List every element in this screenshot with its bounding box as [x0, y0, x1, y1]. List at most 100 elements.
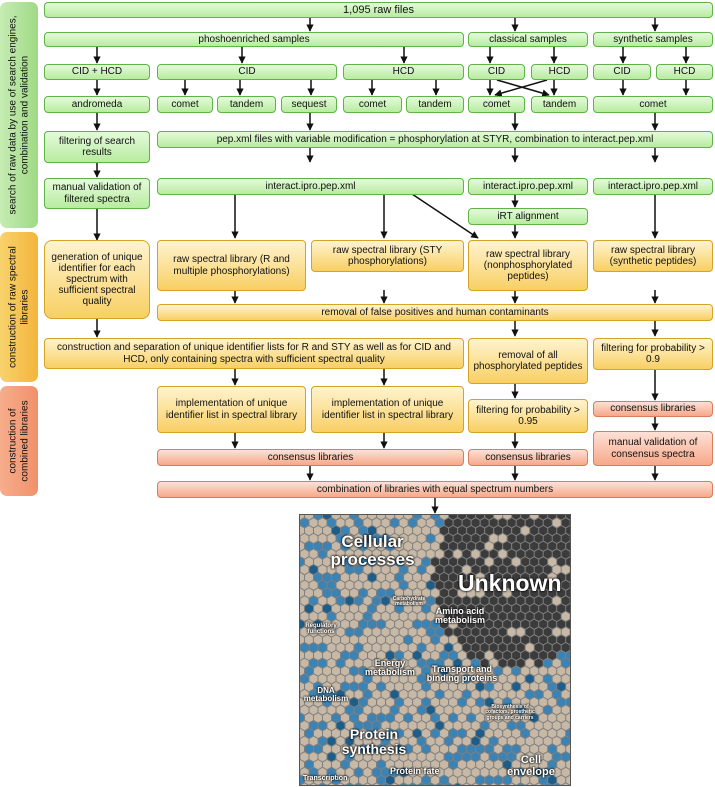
hex-cell	[543, 658, 552, 668]
hex-cell	[300, 650, 304, 660]
phospho-cid-tandem-box: tandem	[217, 96, 276, 113]
hex-cell	[525, 596, 534, 606]
hex-cell	[548, 682, 557, 692]
hex-cell	[552, 611, 561, 621]
hex-cell	[417, 643, 426, 653]
hex-cell	[530, 728, 539, 738]
hex-cell	[521, 760, 530, 770]
hex-cell	[327, 674, 336, 684]
hex-cell	[561, 658, 570, 668]
hex-cell	[332, 588, 340, 598]
hex-cell	[381, 767, 390, 777]
hex-cell	[516, 580, 525, 590]
hex-cell	[399, 518, 408, 528]
hex-cell	[395, 572, 404, 582]
hex-cell	[449, 619, 458, 629]
hex-cell	[354, 643, 363, 653]
hex-cell	[552, 565, 561, 575]
hex-cell	[341, 526, 349, 536]
hex-cell	[314, 588, 322, 598]
hex-cell	[539, 775, 548, 785]
hex-cell	[318, 627, 327, 637]
hex-cell	[471, 611, 480, 621]
hex-cell	[413, 650, 422, 660]
hex-cell	[368, 635, 376, 645]
hex-cell	[418, 783, 425, 785]
hex-cell	[318, 689, 327, 699]
hex-cell	[363, 565, 372, 575]
hex-cell	[323, 604, 331, 614]
hex-cell	[449, 588, 458, 598]
hex-cell	[354, 752, 363, 762]
hex-cell	[507, 658, 516, 668]
hex-cell	[543, 767, 552, 777]
hex-cell	[508, 783, 515, 785]
hex-cell	[480, 565, 489, 575]
hex-cell	[368, 526, 376, 536]
hex-cell	[422, 515, 431, 520]
hex-cell	[440, 572, 449, 582]
hex-cell	[300, 713, 304, 723]
hex-cell	[413, 619, 422, 629]
hex-cell	[318, 643, 327, 653]
hex-cell	[422, 775, 431, 785]
hex-cell	[548, 650, 557, 660]
label-energy-metabolism: Energy metabolism	[364, 658, 415, 678]
hex-cell	[552, 533, 561, 543]
hex-cell	[517, 783, 524, 785]
hex-cell	[355, 783, 362, 785]
hex-cell	[471, 533, 480, 543]
hex-cell	[318, 533, 327, 543]
hex-cell	[543, 705, 552, 715]
hex-cell	[485, 728, 494, 738]
hex-cell	[417, 627, 426, 637]
hex-cell	[548, 728, 557, 738]
hex-cell	[426, 736, 435, 746]
hex-cell	[435, 674, 444, 684]
hex-cell	[543, 533, 552, 543]
hex-cell	[445, 783, 452, 785]
label-transport-binding: Transport and binding proteins	[426, 664, 498, 684]
hex-cell	[507, 689, 516, 699]
hex-cell	[440, 557, 449, 567]
hex-cell	[489, 689, 498, 699]
hex-cell	[476, 604, 485, 614]
hex-cell	[345, 658, 354, 668]
hex-cell	[345, 721, 354, 731]
hex-cell	[498, 518, 507, 528]
hex-cell	[336, 674, 345, 684]
hex-cell	[480, 736, 489, 746]
hex-cell	[327, 721, 336, 731]
hex-cell	[359, 619, 367, 629]
hex-cell	[431, 728, 440, 738]
hex-cell	[341, 541, 349, 551]
hex-cell	[399, 533, 408, 543]
hex-cell	[377, 728, 385, 738]
label-amino-acid-metabolism: Amino acid metabolism	[434, 606, 485, 626]
raw-library-nonphos-box: raw spectral library (nonphosphorylated …	[468, 240, 588, 291]
label-transcription: Transcription	[303, 775, 348, 782]
hex-cell	[413, 526, 422, 536]
hex-cell	[399, 565, 408, 575]
hex-cell	[552, 627, 561, 637]
hex-cell	[507, 643, 516, 653]
hex-cell	[422, 635, 431, 645]
hex-cell	[350, 775, 358, 785]
hex-cell	[431, 557, 440, 567]
hex-cell	[395, 744, 404, 754]
hex-cell	[512, 760, 521, 770]
hex-cell	[449, 682, 458, 692]
hex-cell	[359, 515, 367, 520]
hex-cell	[462, 611, 471, 621]
hex-cell	[390, 533, 399, 543]
hex-cell	[314, 541, 322, 551]
hex-cell	[359, 713, 367, 723]
hex-cell	[476, 760, 485, 770]
phospho-cid-box: CID	[157, 64, 337, 80]
hex-cell	[300, 515, 304, 520]
hex-cell	[413, 588, 422, 598]
hex-cell	[363, 721, 372, 731]
hex-cell	[328, 783, 335, 785]
hex-cell	[381, 611, 390, 621]
hex-cell	[557, 650, 566, 660]
